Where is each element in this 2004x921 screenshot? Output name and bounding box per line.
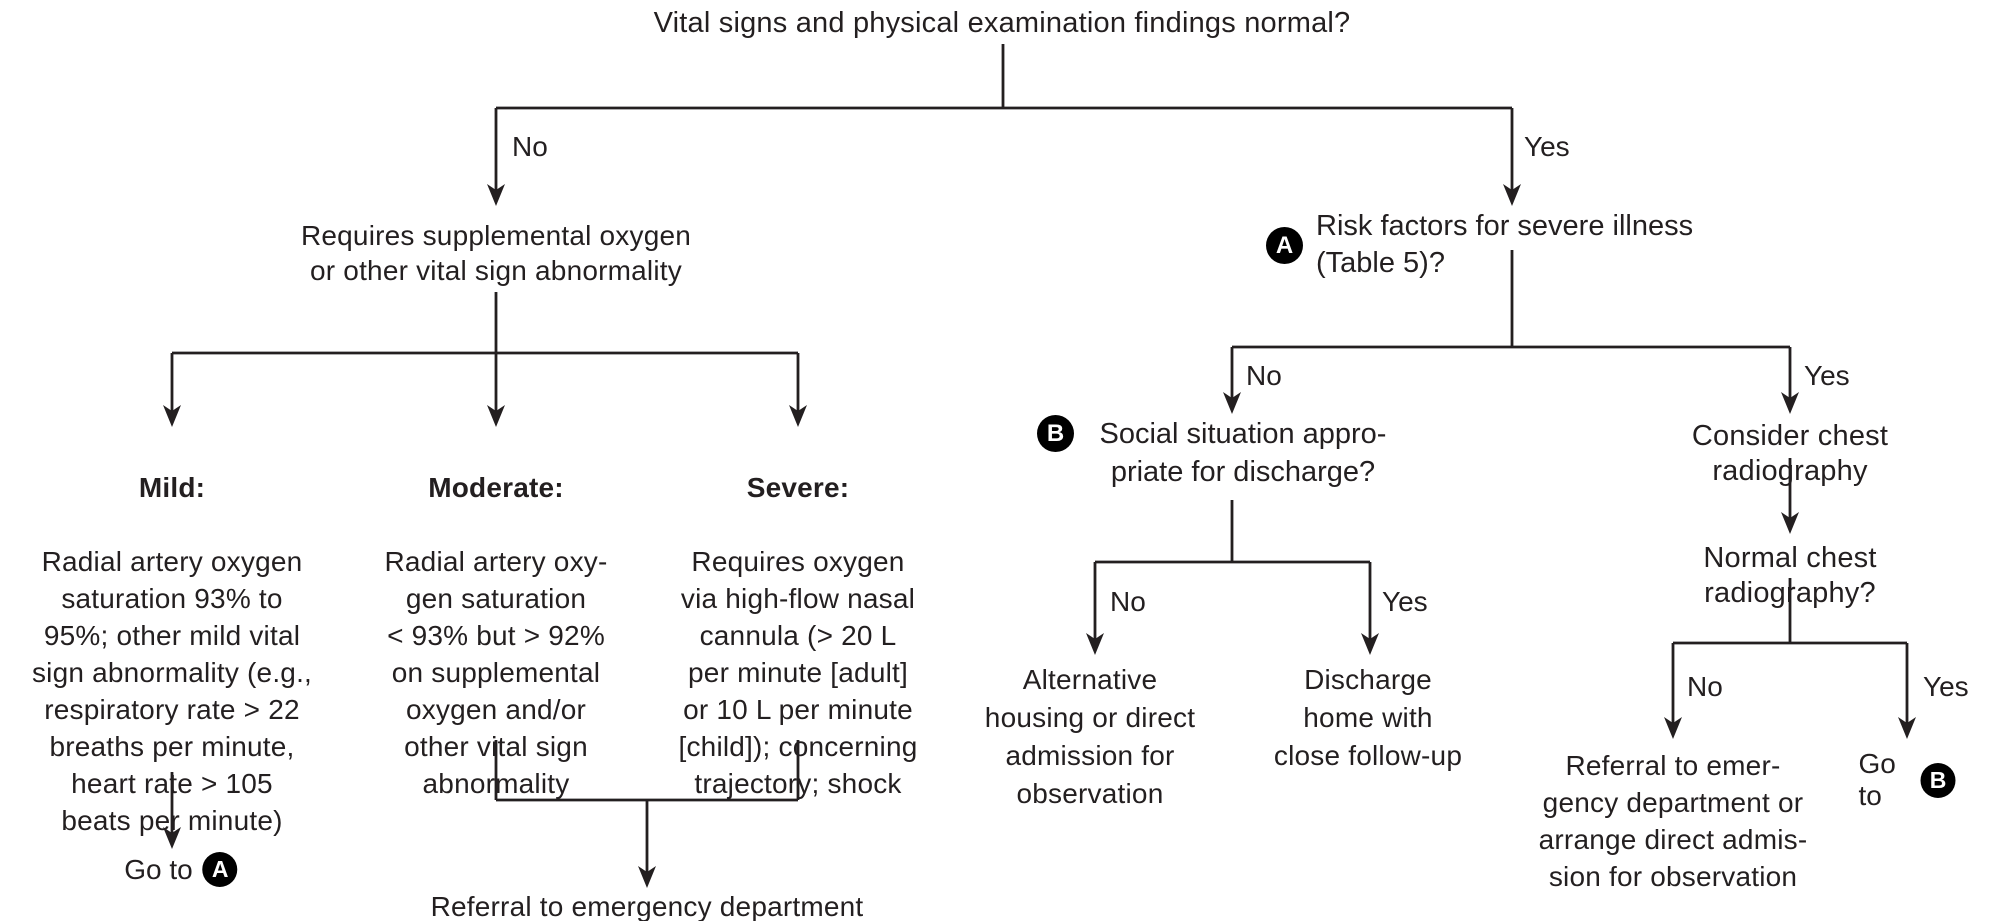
mild-heading: Mild: — [138, 472, 206, 503]
risk-factors-question: A Risk factors for severe illness (Table… — [1266, 208, 1758, 282]
referral-ed-observation-node: Referral to emer- gency department or ar… — [1538, 750, 1808, 892]
edge-label-no-riskfactors: No — [1246, 360, 1282, 391]
edge-label-no-social: No — [1110, 586, 1146, 617]
alternative-housing-node: Alternative housing or direct admission … — [984, 664, 1196, 809]
badge-a-icon: A — [202, 852, 238, 887]
edge-label-yes-social: Yes — [1382, 586, 1428, 617]
badge-b-icon: B — [1920, 762, 1956, 798]
consider-radiography-node: Consider chest radiography — [1691, 420, 1889, 487]
root-question: Vital signs and physical examination fin… — [653, 7, 1351, 39]
edge-label-yes-radiography: Yes — [1923, 671, 1969, 702]
arrowheads — [163, 184, 1916, 888]
social-situation-question: B Social situation appro- priate for dis… — [1037, 415, 1399, 491]
goto-a-text: Go to — [124, 853, 193, 885]
severe-criteria: Requires oxygen via high-flow nasal cann… — [678, 546, 918, 799]
mild-criteria: Radial artery oxygen saturation 93% to 9… — [31, 546, 313, 836]
referral-ed-node: Referral to emergency department — [430, 891, 864, 921]
goto-b-node: Go to B — [1859, 748, 1956, 812]
badge-a-icon: A — [1266, 226, 1303, 264]
edge-label-yes-riskfactors: Yes — [1804, 360, 1850, 391]
mild-severity-node: Mild: Radial artery oxygen saturation 93… — [32, 432, 312, 876]
discharge-home-node: Discharge home with close follow-up — [1273, 664, 1463, 771]
badge-b-icon: B — [1037, 415, 1074, 452]
edge-label-no-radiography: No — [1687, 671, 1723, 702]
normal-radiography-question: Normal chest radiography? — [1703, 542, 1877, 609]
moderate-heading: Moderate: — [428, 472, 564, 503]
severe-severity-node: Severe: Requires oxygen via high-flow na… — [678, 432, 917, 839]
edge-label-yes-root: Yes — [1524, 131, 1570, 162]
edge-label-no-root: No — [512, 131, 548, 162]
goto-b-text: Go to — [1858, 748, 1896, 811]
connector-segments — [170, 44, 1909, 872]
risk-factors-text: Risk factors for severe illness (Table 5… — [1316, 210, 1694, 279]
moderate-criteria: Radial artery oxy- gen saturation < 93% … — [384, 546, 608, 799]
goto-a-node: Go to A — [124, 852, 238, 887]
social-situation-text: Social situation appro- priate for disch… — [1099, 418, 1387, 488]
moderate-severity-node: Moderate: Radial artery oxy- gen saturat… — [384, 432, 607, 839]
severe-heading: Severe: — [746, 472, 850, 503]
supplemental-oxygen-node: Requires supplemental oxygen or other vi… — [300, 220, 692, 286]
